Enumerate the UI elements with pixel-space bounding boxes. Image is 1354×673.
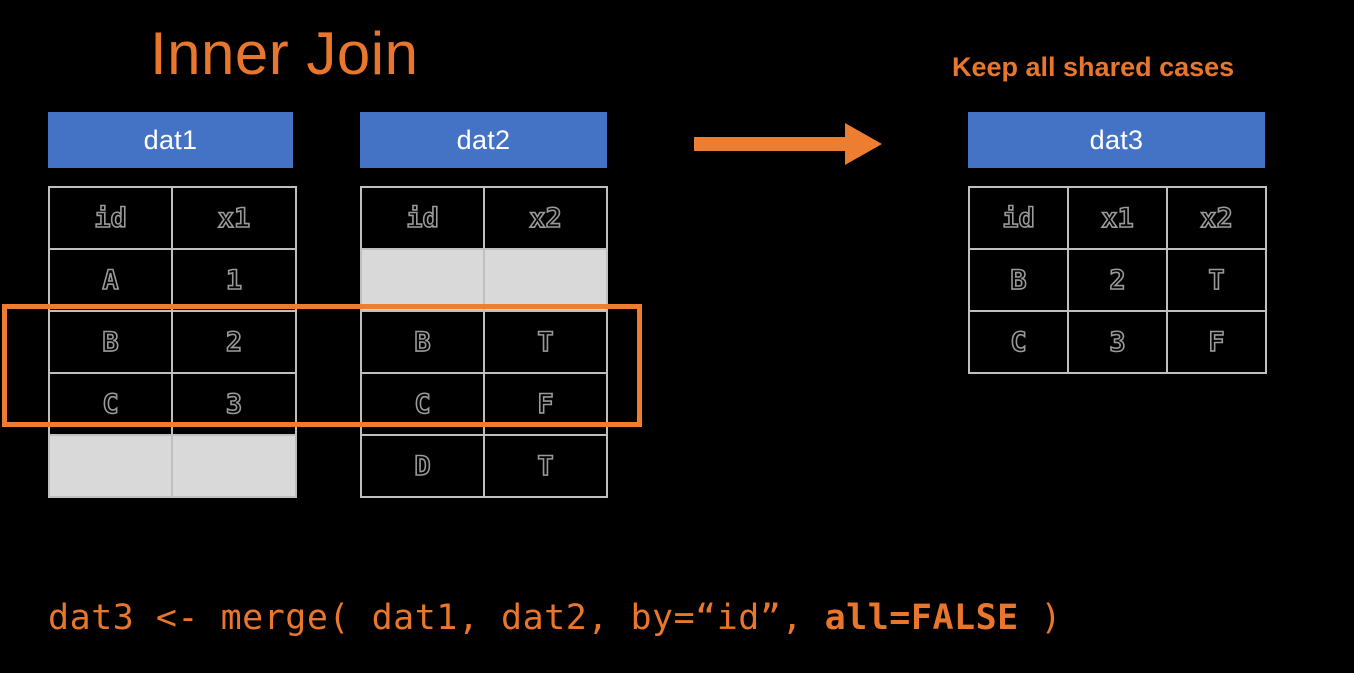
table-cell: F [483, 372, 608, 436]
table-row-blank [48, 434, 297, 498]
table-row-blank [360, 248, 608, 312]
table-cell: 1 [171, 248, 297, 312]
column-header: x2 [483, 186, 608, 250]
table-header-row: id x1 x2 [968, 186, 1267, 250]
table-dat1: id x1 A 1 B 2 C 3 [48, 186, 297, 498]
table-row: B 2 T [968, 248, 1267, 312]
annotation-keep-all-shared-cases: Keep all shared cases [952, 52, 1235, 82]
table-banner-dat2: dat2 [360, 112, 607, 168]
code-snippet: dat3 <- merge( dat1, dat2, by=“id”, all=… [48, 598, 1062, 638]
table-cell: T [483, 434, 608, 498]
table-banner-dat1: dat1 [48, 112, 293, 168]
table-cell: B [360, 310, 485, 374]
table-cell: B [48, 310, 173, 374]
column-header: id [360, 186, 485, 250]
table-cell: 2 [1067, 248, 1168, 312]
table-row: C F [360, 372, 608, 436]
code-prefix: dat3 <- merge( dat1, dat2, by=“id”, [48, 598, 825, 638]
page-title: Inner Join [150, 20, 419, 87]
column-header: x2 [1166, 186, 1267, 250]
table-banner-dat3: dat3 [968, 112, 1265, 168]
table-cell: C [968, 310, 1069, 374]
table-cell: B [968, 248, 1069, 312]
table-header-row: id x2 [360, 186, 608, 250]
column-header: id [968, 186, 1069, 250]
table-row: B 2 [48, 310, 297, 374]
table-cell: C [360, 372, 485, 436]
table-cell: 3 [171, 372, 297, 436]
table-row: C 3 [48, 372, 297, 436]
arrow-right-icon [690, 118, 890, 170]
column-header: x1 [1067, 186, 1168, 250]
table-cell: D [360, 434, 485, 498]
table-cell: F [1166, 310, 1267, 374]
table-dat2: id x2 B T C F D T [360, 186, 608, 498]
table-cell-blank [360, 248, 485, 312]
table-cell-blank [48, 434, 173, 498]
table-cell: A [48, 248, 173, 312]
table-cell-blank [483, 248, 608, 312]
table-header-row: id x1 [48, 186, 297, 250]
table-cell: 2 [171, 310, 297, 374]
table-row: C 3 F [968, 310, 1267, 374]
column-header: x1 [171, 186, 297, 250]
table-cell: 3 [1067, 310, 1168, 374]
table-cell-blank [171, 434, 297, 498]
table-row: D T [360, 434, 608, 498]
column-header: id [48, 186, 173, 250]
table-cell: C [48, 372, 173, 436]
table-row: A 1 [48, 248, 297, 312]
code-emphasis: all=FALSE [824, 598, 1019, 638]
code-suffix: ) [1018, 598, 1062, 638]
table-cell: T [483, 310, 608, 374]
table-cell: T [1166, 248, 1267, 312]
table-dat3: id x1 x2 B 2 T C 3 F [968, 186, 1267, 374]
table-row: B T [360, 310, 608, 374]
